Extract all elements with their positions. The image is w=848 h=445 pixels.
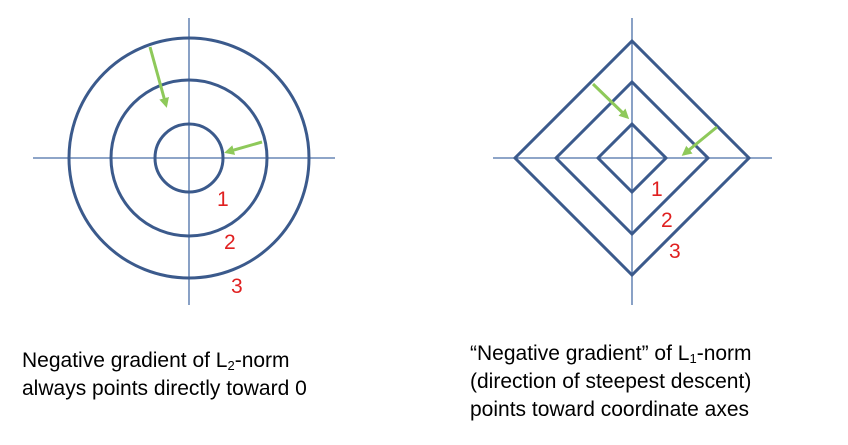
l2-caption-line-1: Negative gradient of L2-norm [22, 347, 307, 375]
l2-gradient-arrow-right [224, 140, 263, 155]
l1-caption-line-3: points toward coordinate axes [470, 398, 749, 421]
l1-gradient-arrow-right [681, 125, 718, 156]
l1-gradient-arrow-left [591, 82, 630, 120]
l2-caption-line-2: always points directly toward 0 [22, 377, 307, 400]
l1-contour-2 [553, 79, 711, 237]
l2-caption-text-post: -norm [234, 349, 290, 372]
l2-caption: Negative gradient of L2-norm always poin… [22, 347, 307, 403]
l2-gradient-arrow-top [148, 46, 169, 108]
l1-label-1: 1 [651, 178, 663, 201]
l2-caption-text-pre: Negative gradient of L [22, 349, 228, 372]
l1-contour-3 [512, 38, 752, 278]
l2-contour-3 [67, 36, 311, 280]
l2-panel: 1 2 3 [33, 18, 335, 305]
l2-label-2: 2 [224, 231, 236, 254]
l1-caption-text-pre: “Negative gradient” of L [470, 342, 690, 365]
l2-label-1: 1 [217, 188, 229, 211]
l1-label-2: 2 [661, 209, 673, 232]
l1-contour-1 [595, 121, 669, 195]
l2-caption-subscript: 2 [227, 358, 235, 373]
l1-caption-line-1: “Negative gradient” of L1-norm [470, 340, 752, 368]
l1-caption-text-post: -norm [696, 342, 752, 365]
l1-panel: 1 2 3 [493, 18, 772, 305]
l1-caption-line-2: (direction of steepest descent) [470, 370, 752, 393]
l1-caption: “Negative gradient” of L1-norm (directio… [470, 340, 752, 424]
l1-label-3: 3 [669, 240, 681, 263]
l2-contour-2 [109, 78, 269, 238]
l2-label-3: 3 [231, 275, 243, 298]
l1-caption-subscript: 1 [689, 351, 697, 366]
l2-contour-1 [153, 122, 225, 194]
